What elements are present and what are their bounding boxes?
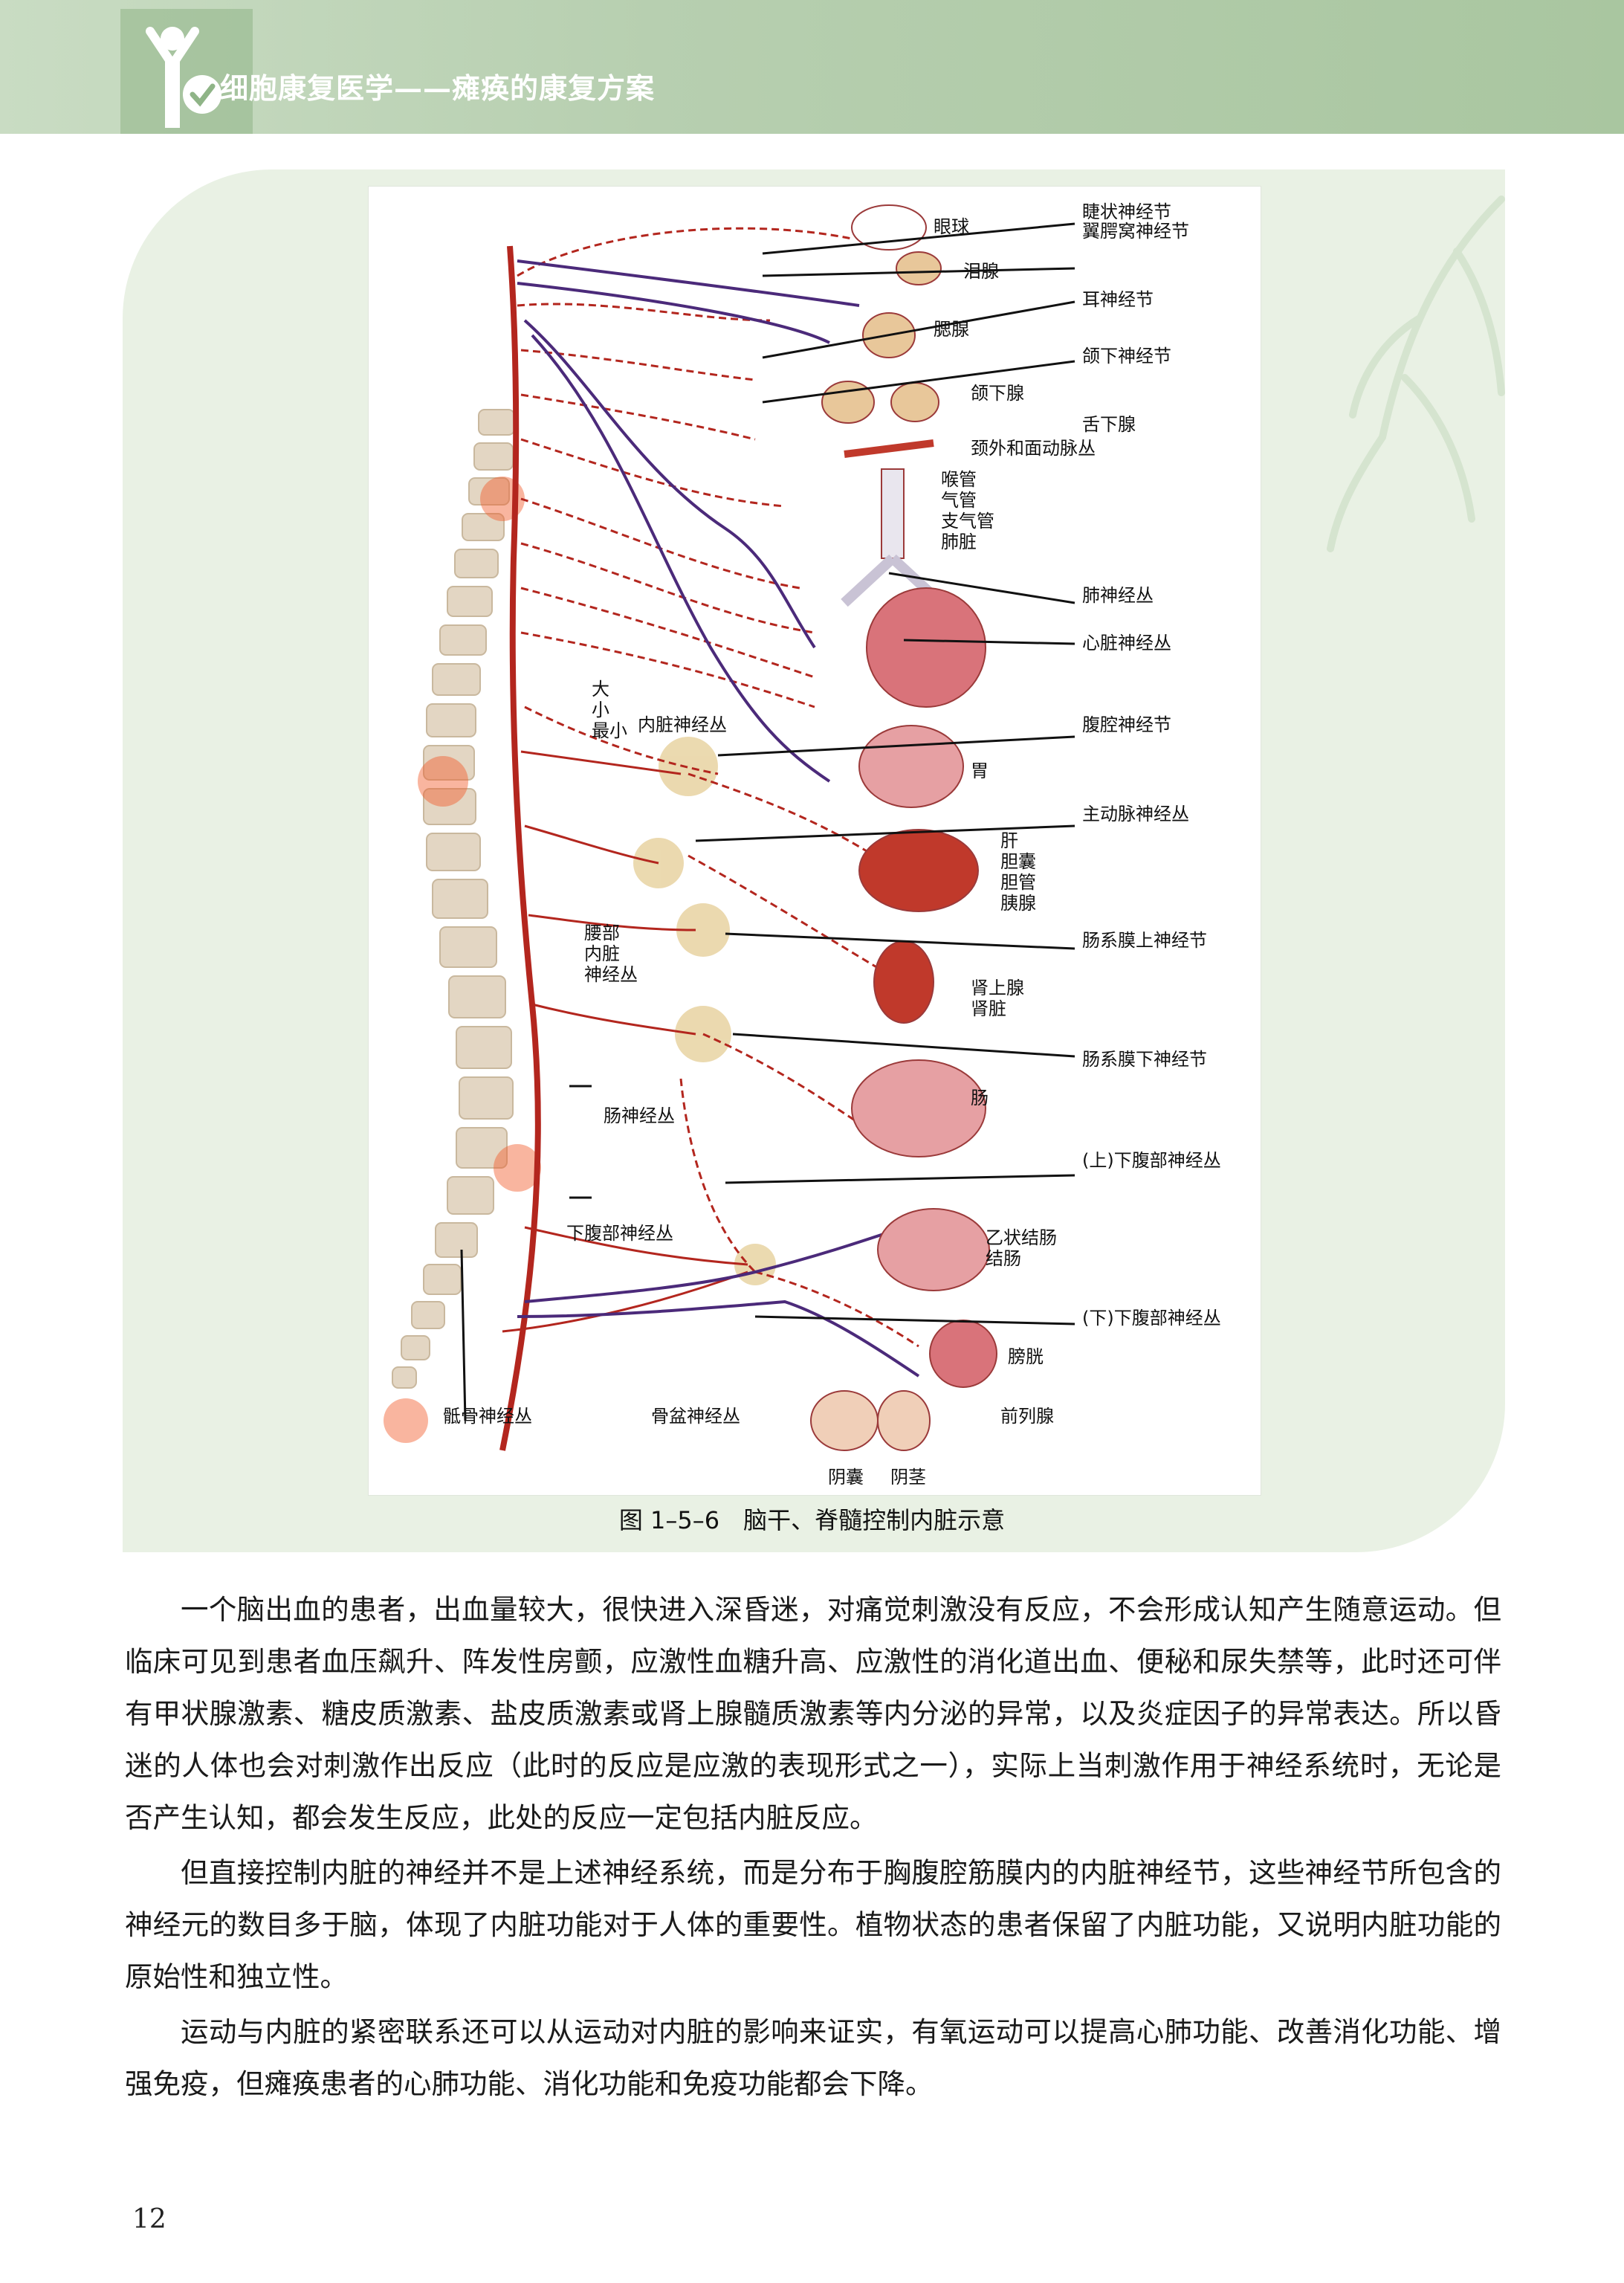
label-lumbar-splanchnic: 腰部 内脏 神经丛: [584, 923, 638, 985]
label-sacral-plexus: 骶骨神经丛: [443, 1406, 532, 1427]
label-ciliary-ganglion: 睫状神经节: [1082, 201, 1171, 222]
label-aortic-plexus: 主动脉神经丛: [1082, 804, 1189, 824]
label-hypogastric-plexus: 下腹部神经丛: [566, 1223, 673, 1244]
label-eyeball: 眼球: [934, 216, 969, 237]
label-colon-group: 乙状结肠 结肠: [986, 1227, 1057, 1269]
book-title: 细胞康复医学——瘫痪的康复方案: [220, 71, 656, 105]
label-lacrimal-gland: 泪腺: [963, 261, 999, 282]
label-penis: 阴茎: [890, 1467, 926, 1488]
label-liver-group: 肝 胆囊 胆管 胰腺: [1000, 830, 1036, 914]
leader-lines: [460, 222, 1075, 1421]
label-kidney-group: 肾上腺 肾脏: [971, 978, 1024, 1019]
label-sublingual-gland: 舌下腺: [1082, 414, 1136, 435]
figure-caption: 图 1–5–6 脑干、脊髓控制内脏示意: [618, 1506, 1006, 1534]
label-bladder: 膀胱: [1008, 1346, 1044, 1367]
anatomy-diagram: [384, 204, 1075, 1451]
spinal-column: [392, 409, 515, 1389]
label-pelvic-plexus: 骨盆神经丛: [651, 1406, 740, 1427]
label-submandibular-ganglion: 颌下神经节: [1082, 346, 1171, 366]
label-scrotum: 阴囊: [828, 1467, 864, 1488]
parasympathetic-nerves: [517, 259, 920, 1378]
label-submandibular-gland: 颌下腺: [971, 383, 1024, 404]
label-otic-ganglion: 耳神经节: [1082, 289, 1154, 310]
label-inferior-mesenteric-ganglion: 肠系膜下神经节: [1082, 1049, 1207, 1070]
label-inferior-hypogastric-plexus: (下)下腹部神经丛: [1082, 1308, 1221, 1328]
label-parotid-gland: 腮腺: [934, 319, 969, 340]
spinal-cord: [499, 245, 541, 1451]
label-intestine: 肠: [971, 1088, 989, 1108]
anatomy-figure: 睫状神经节 眼球 翼腭窝神经节 泪腺 耳神经节 腮腺 颌下神经节 颌下腺 舌下腺…: [368, 186, 1261, 1496]
label-stomach: 胃: [971, 761, 989, 781]
label-superior-mesenteric-ganglion: 肠系膜上神经节: [1082, 930, 1207, 951]
sympathetic-solid: [502, 750, 748, 1333]
label-carotid-plexus: 颈外和面动脉丛: [971, 438, 1096, 459]
label-intestinal-plexus: 肠神经丛: [604, 1105, 675, 1126]
label-superior-hypogastric-plexus: (上)下腹部神经丛: [1082, 1150, 1221, 1171]
label-pulmonary-plexus: 肺神经丛: [1082, 585, 1154, 606]
label-cardiac-plexus: 心脏神经丛: [1082, 633, 1171, 653]
sympathetic-nerves: [517, 227, 919, 1348]
paragraph-3: 运动与内脏的紧密联系还可以从运动对内脏的影响来证实，有氧运动可以提高心肺功能、改…: [125, 2015, 1501, 2100]
paragraph-2: 但直接控制内脏的神经并不是上述神经系统，而是分布于胸腹腔筋膜内的内脏神经节，这些…: [125, 1856, 1501, 1993]
label-prostate: 前列腺: [1000, 1406, 1054, 1427]
header-band: [0, 0, 1624, 134]
page-number: 12: [132, 2204, 166, 2235]
organs: [810, 204, 997, 1451]
label-pterygopalatine-ganglion: 翼腭窝神经节: [1082, 221, 1189, 242]
ganglia: [633, 737, 776, 1285]
leaf-decoration: [1327, 196, 1505, 552]
label-airway-organs: 喉管 气管 支气管 肺脏: [941, 469, 994, 552]
label-splanchnic-sizes: 大 小 最小: [592, 679, 627, 741]
label-splanchnic-plexus: 内脏神经丛: [638, 714, 727, 735]
pain-highlights: [384, 477, 541, 1443]
person-check-icon: [120, 9, 253, 134]
paragraph-1: 一个脑出血的患者，出血量较大，很快进入深昏迷，对痛觉刺激没有反应，不会形成认知产…: [125, 1593, 1501, 1834]
label-celiac-ganglion: 腹腔神经节: [1082, 714, 1171, 735]
body-text: 一个脑出血的患者，出血量较大，很快进入深昏迷，对痛觉刺激没有反应，不会形成认知产…: [125, 1583, 1501, 2113]
